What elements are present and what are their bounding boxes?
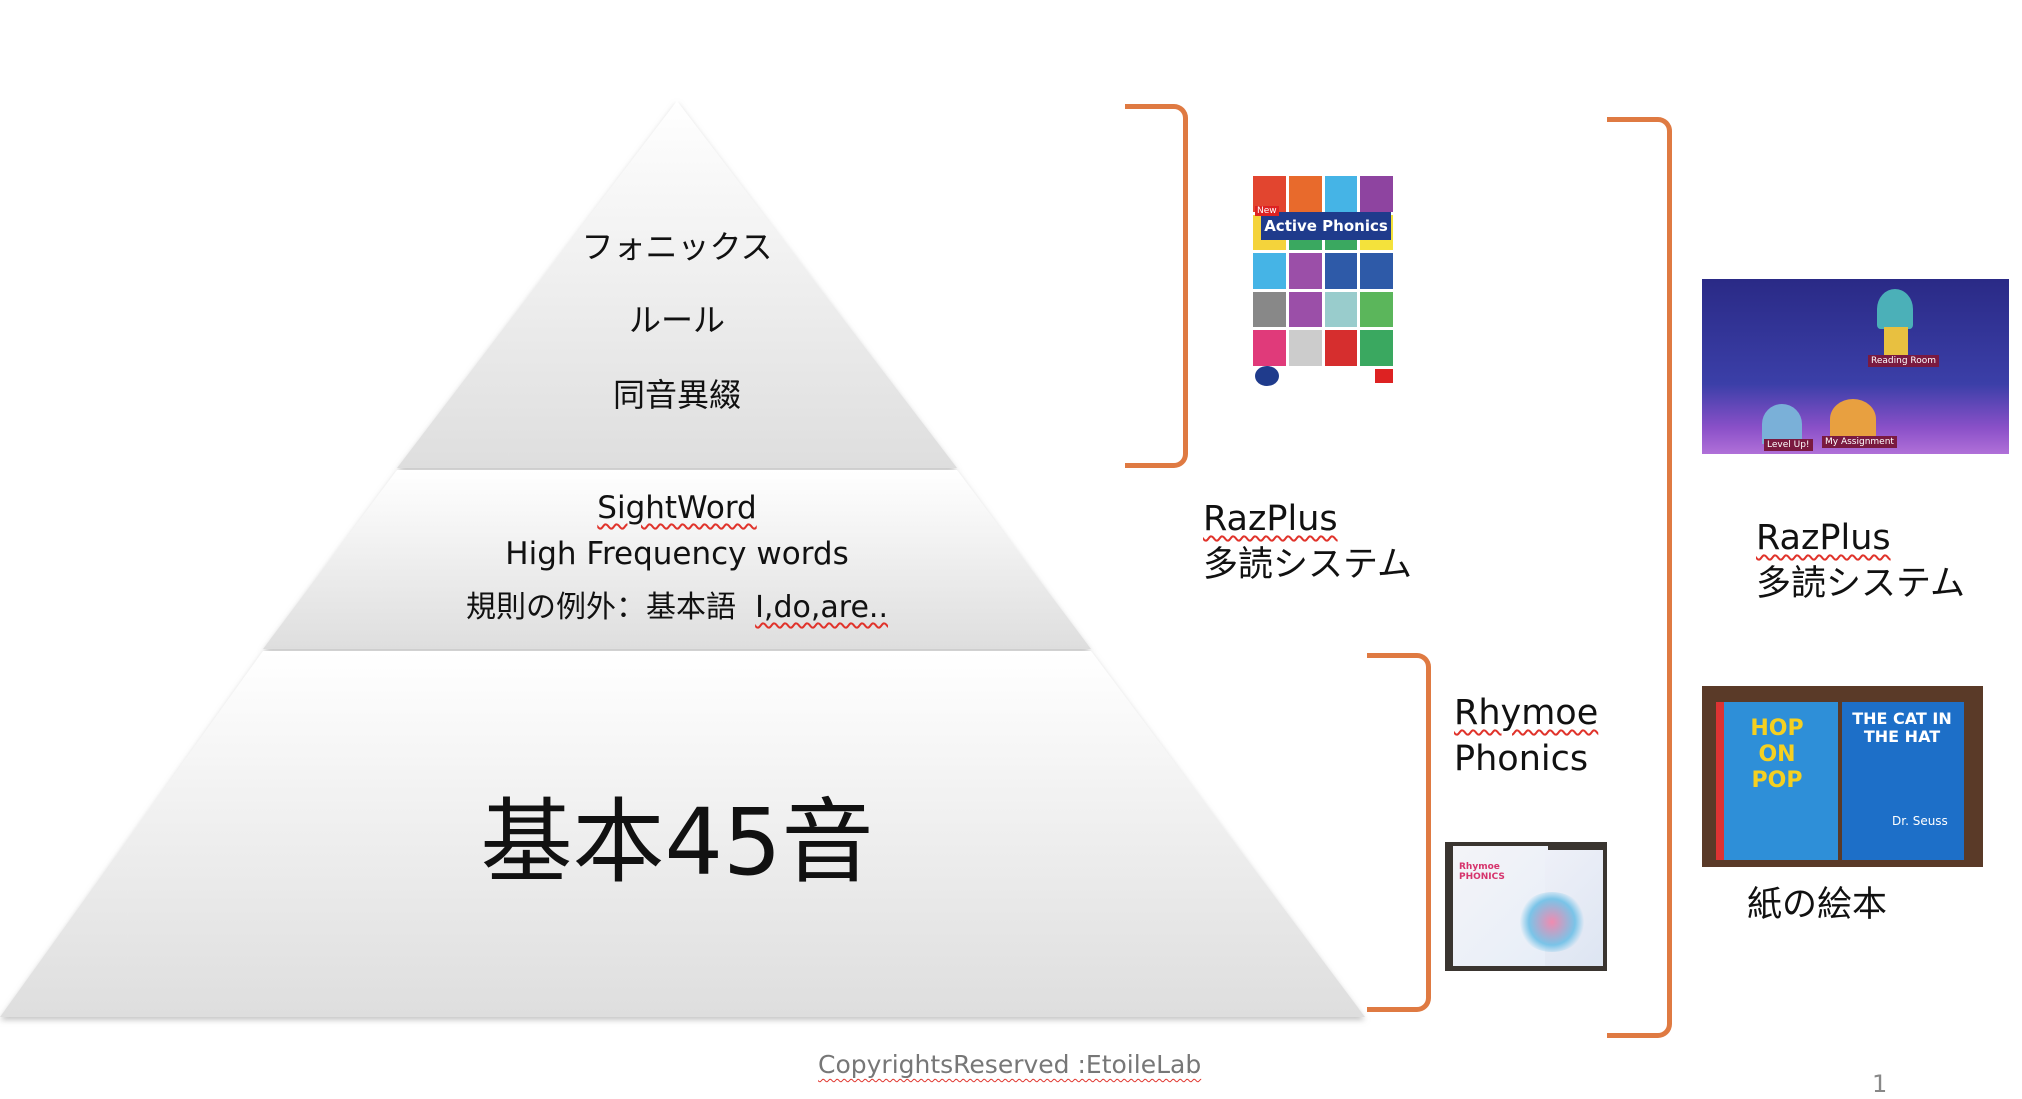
level-up-label: Level Up! bbox=[1764, 439, 1813, 451]
book-title: Active Phonics bbox=[1261, 212, 1391, 240]
razplus-app-screenshot: Reading Room Level Up! My Assignment bbox=[1702, 279, 2009, 454]
copyright-text: CopyrightsReserved :EtoileLab bbox=[818, 1050, 1202, 1079]
pyramid-top-tier bbox=[397, 101, 957, 468]
rhymoe-title: Rhymoe bbox=[1454, 693, 1599, 733]
reading-room-label: Reading Room bbox=[1868, 355, 1940, 367]
razplus-sub-1: 多読システム bbox=[1203, 545, 1412, 585]
bracket-phonics-razplus bbox=[1125, 104, 1188, 468]
active-phonics-book-image: Active Phonics New bbox=[1253, 176, 1409, 389]
tier-top-homophones: 同音異綴 bbox=[612, 376, 742, 414]
book-badge: New bbox=[1255, 206, 1279, 216]
exceptions-prefix: 規則の例外：基本語 bbox=[466, 590, 737, 625]
razplus-sub-2: 多読システム bbox=[1756, 564, 1965, 604]
tier-middle-exceptions: 規則の例外：基本語 I,do,are.. bbox=[466, 582, 888, 626]
cat-in-hat-title: THE CAT IN THE HAT bbox=[1852, 709, 1952, 746]
bracket-rhymoe bbox=[1367, 653, 1431, 1012]
razplus-label-1: RazPlus 多読システム bbox=[1203, 496, 1412, 588]
tier-top-phonics: フォニックス bbox=[581, 228, 773, 266]
pyramid-bottom-tier bbox=[0, 651, 1365, 1017]
pyramid-diagram bbox=[0, 101, 1365, 1017]
picture-book-label: 紙の絵本 bbox=[1747, 885, 1888, 925]
rhymoe-sub: Phonics bbox=[1454, 739, 1589, 779]
tier-bottom-basic-sounds: 基本45音 bbox=[480, 789, 874, 896]
razplus-title-2: RazPlus bbox=[1756, 518, 1891, 558]
pyramid-middle-tier bbox=[263, 470, 1091, 649]
tier-top-rules: ルール bbox=[628, 301, 726, 339]
page-number: 1 bbox=[1872, 1070, 1888, 1098]
rhymoe-phonics-book-image: Rhymoe PHONICS bbox=[1445, 842, 1607, 971]
exceptions-words: I,do,are.. bbox=[755, 590, 888, 625]
dr-seuss-books-image: HOP ON POP THE CAT IN THE HAT Dr. Seuss bbox=[1702, 686, 1983, 867]
rhymoe-book-title: Rhymoe PHONICS bbox=[1459, 862, 1505, 882]
my-assignment-label: My Assignment bbox=[1822, 436, 1897, 448]
razplus-label-2: RazPlus 多読システム bbox=[1756, 515, 1965, 607]
hop-on-pop-title: HOP ON POP bbox=[1750, 716, 1804, 793]
tier-middle-sightword: SightWord bbox=[597, 490, 757, 526]
tier-middle-high-frequency: High Frequency words bbox=[505, 536, 849, 572]
bracket-reading bbox=[1607, 117, 1672, 1038]
razplus-title-1: RazPlus bbox=[1203, 499, 1338, 539]
dr-seuss-author: Dr. Seuss bbox=[1892, 814, 1948, 828]
